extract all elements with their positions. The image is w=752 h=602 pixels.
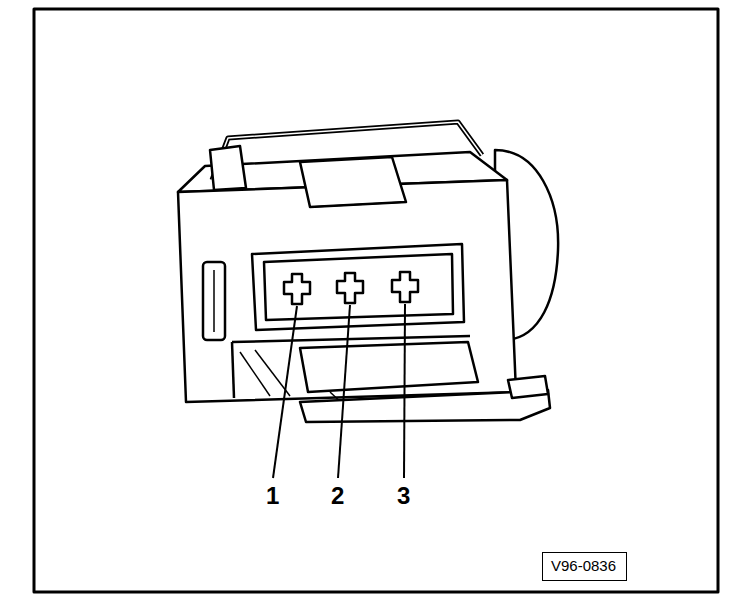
pin-header-frame bbox=[252, 244, 464, 330]
leader-line bbox=[338, 305, 350, 478]
pin-terminal bbox=[392, 272, 418, 302]
lower-ledge bbox=[300, 342, 478, 392]
latch-edge bbox=[310, 202, 406, 207]
side-clip-slot bbox=[213, 270, 215, 332]
lower-shelf bbox=[232, 336, 470, 342]
callout-number: 1 bbox=[266, 484, 279, 508]
pin-terminal bbox=[284, 274, 310, 304]
callout-number: 2 bbox=[331, 484, 344, 508]
callout-number: 3 bbox=[397, 484, 410, 508]
picture-frame bbox=[34, 9, 718, 592]
housing-front bbox=[178, 180, 516, 402]
lower-shelf bbox=[232, 342, 234, 398]
reference-code: V96-0836 bbox=[551, 557, 618, 575]
latch-tab bbox=[210, 146, 246, 190]
pin-cavity bbox=[264, 254, 453, 320]
hatch-line bbox=[240, 352, 270, 396]
side-clip bbox=[203, 262, 225, 340]
lip-step bbox=[508, 376, 548, 398]
leader-line bbox=[273, 306, 297, 478]
pin-terminal bbox=[337, 273, 363, 303]
leader-line bbox=[404, 304, 405, 478]
reference-box: V96-0836 bbox=[542, 552, 627, 581]
latch-recess bbox=[300, 157, 406, 207]
